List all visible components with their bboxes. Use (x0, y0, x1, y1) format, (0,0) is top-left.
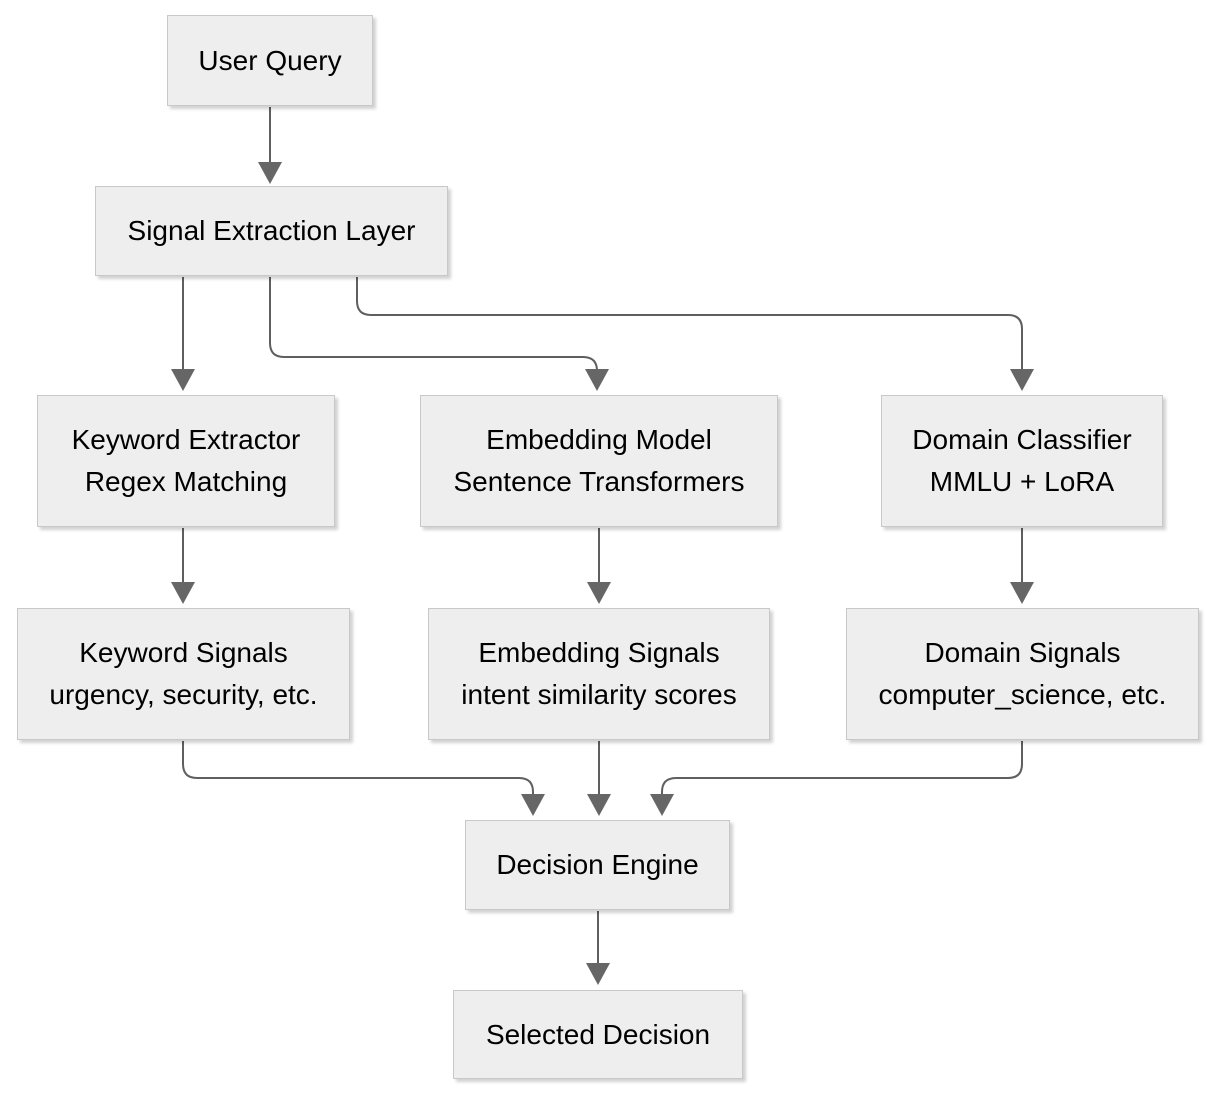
arrowhead (171, 369, 195, 391)
edge-domain-signals-to-decision-engine (661, 741, 1023, 794)
arrowhead (587, 582, 611, 604)
node-label: Embedding Signals (478, 637, 720, 668)
node-sublabel: Regex Matching (84, 466, 288, 497)
arrowhead (650, 794, 674, 816)
node-sublabel: MMLU + LoRA (929, 466, 1115, 497)
node-label: Selected Decision (485, 1018, 711, 1050)
arrowhead (1010, 369, 1034, 391)
node-embedding-model: Embedding Model Sentence Transformers (420, 395, 778, 527)
arrowhead (585, 369, 609, 391)
node-user-query: User Query (167, 15, 373, 106)
node-selected-decision: Selected Decision (453, 990, 743, 1079)
node-signal-extraction-layer: Signal Extraction Layer (95, 186, 448, 276)
node-label: Embedding Model (486, 424, 712, 455)
node-label: Keyword Signals (79, 637, 288, 668)
node-sublabel: intent similarity scores (461, 679, 737, 710)
arrowhead (587, 794, 611, 816)
node-sublabel: Sentence Transformers (453, 466, 745, 497)
node-embedding-signals: Embedding Signals intent similarity scor… (428, 608, 770, 740)
node-label: Domain Signals (924, 637, 1121, 668)
node-decision-engine: Decision Engine (465, 820, 730, 910)
node-keyword-signals: Keyword Signals urgency, security, etc. (17, 608, 350, 740)
arrowhead (521, 794, 545, 816)
node-sublabel: computer_science, etc. (878, 679, 1167, 710)
edge-keyword-signals-to-decision-engine (182, 741, 534, 794)
node-sublabel: urgency, security, etc. (49, 679, 318, 710)
node-domain-classifier: Domain Classifier MMLU + LoRA (881, 395, 1163, 527)
arrowhead (171, 582, 195, 604)
node-domain-signals: Domain Signals computer_science, etc. (846, 608, 1199, 740)
arrowhead (258, 162, 282, 184)
arrowhead (1010, 582, 1034, 604)
edge-signal-extraction-to-domain-classifier (356, 277, 1023, 369)
node-label: Decision Engine (496, 849, 699, 880)
node-label: Keyword Extractor (71, 424, 301, 455)
arrowhead (586, 963, 610, 985)
node-keyword-extractor: Keyword Extractor Regex Matching (37, 395, 335, 527)
node-label: User Query (198, 44, 342, 76)
node-label: Domain Classifier (912, 424, 1132, 455)
edge-signal-extraction-to-embedding-model (269, 277, 598, 372)
node-label: Signal Extraction Layer (127, 215, 416, 246)
